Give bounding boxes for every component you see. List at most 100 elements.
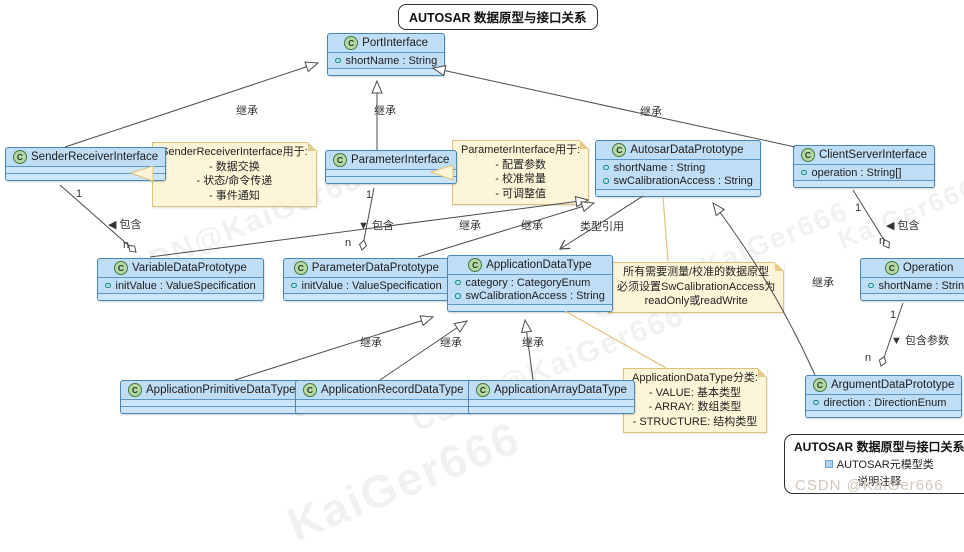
note-line: - STRUCTURE: 结构类型 [632,415,758,430]
method-compartment [794,180,934,187]
note-parameterinterface: ParameterInterface用于: - 配置参数 - 校准常量 - 可调… [452,140,589,205]
edge-label-inherit: 继承 [812,274,834,290]
attribute-compartment [6,166,165,173]
attribute-text: initValue : ValueSpecification [302,280,442,292]
watermark-corner: CSDN @KaiGer666 [795,477,944,494]
field-icon [801,170,807,176]
method-compartment [596,189,760,196]
method-compartment [469,406,634,413]
multiplicity: 1 [76,188,82,200]
class-color-swatch [825,460,833,468]
multiplicity: 1 [855,202,861,214]
attribute-text: shortName : String [614,162,706,174]
note-senderreceiver: SenderReceiverInterface用于: - 数据交换 - 状态/命… [152,142,317,207]
attribute-text: operation : String[] [812,167,902,179]
class-name: ArgumentDataPrototype [831,379,954,391]
method-compartment [806,410,961,417]
note-line: - VALUE: 基本类型 [632,386,758,401]
class-clientserverinterface: C ClientServerInterface operation : Stri… [793,145,935,188]
class-argumentdataprototype: C ArgumentDataPrototype direction : Dire… [805,375,962,418]
attribute-text: swCalibrationAccess : String [466,290,605,302]
note-applicationdatatype: ApplicationDataType分类: - VALUE: 基本类型 - A… [623,368,767,433]
field-icon [813,400,819,406]
method-compartment [121,406,303,413]
legend-title: AUTOSAR 数据原型与接口关系 [794,438,964,455]
class-autosardataprototype: C AutosarDataPrototype shortName : Strin… [595,140,761,197]
class-name: SenderReceiverInterface [31,151,158,163]
edge-label-inherit: 继承 [440,334,462,350]
method-compartment [448,304,612,311]
class-name: VariableDataPrototype [132,262,247,274]
edge-label-contain: ◀ 包含 [108,216,142,232]
class-attribute: operation : String[] [794,164,934,180]
class-icon: C [303,383,317,397]
edge-label-inherit: 继承 [236,102,258,118]
class-name: ApplicationArrayDataType [494,384,627,396]
note-line: ApplicationDataType分类: [632,371,758,386]
class-name: ClientServerInterface [819,149,927,161]
class-attribute: shortName : String [596,159,760,175]
class-icon: C [885,261,899,275]
field-icon [455,293,461,299]
class-variabledataprototype: C VariableDataPrototype initValue : Valu… [97,258,264,301]
diagram-title: AUTOSAR 数据原型与接口关系 [398,4,598,30]
edge-label-inherit: 继承 [360,334,382,350]
class-applicationrecorddatatype: C ApplicationRecordDataType [295,380,472,414]
field-icon [603,165,609,171]
note-swcalibration: 所有需要测量/校准的数据原型 必须设置SwCalibrationAccess为 … [608,262,784,313]
class-name: ParameterDataPrototype [312,262,439,274]
class-portinterface: C PortInterface shortName : String [327,33,445,76]
class-name: AutosarDataPrototype [630,144,743,156]
method-compartment [284,293,449,300]
class-title: C ApplicationRecordDataType [296,381,471,399]
field-icon [868,283,874,289]
class-name: PortInterface [362,37,428,49]
class-attribute: initValue : ValueSpecification [98,277,263,293]
attribute-text: swCalibrationAccess : String [614,175,753,187]
note-line: - 事件通知 [161,189,308,204]
edge-label-inherit: 继承 [640,103,662,119]
note-line: - ARRAY: 数组类型 [632,400,758,415]
method-compartment [6,173,165,180]
class-icon: C [468,258,482,272]
class-attribute: initValue : ValueSpecification [284,277,449,293]
attribute-text: shortName : String [879,280,964,292]
field-icon [603,178,609,184]
attribute-compartment [469,399,634,406]
class-name: Operation [903,262,954,274]
edge-label-contain: ▼ 包含 [358,217,394,233]
class-attribute: shortName : String [328,52,444,68]
edge-label-contain: ◀ 包含 [886,217,920,233]
edge-label-inherit: 继承 [521,217,543,233]
note-line: - 状态/命令传递 [161,174,308,189]
attribute-text: category : CategoryEnum [466,277,591,289]
method-compartment [326,176,456,183]
class-icon: C [294,261,308,275]
edge-label-type-ref: 类型引用 [580,218,624,234]
attribute-compartment [326,169,456,176]
class-title: C ApplicationPrimitiveDataType [121,381,303,399]
watermark-diagonal: KaiGer666 [280,410,528,552]
attribute-text: shortName : String [346,55,438,67]
class-icon: C [801,148,815,162]
class-icon: C [114,261,128,275]
note-line: ParameterInterface用于: [461,143,580,158]
field-icon [455,280,461,286]
class-icon: C [612,143,626,157]
multiplicity: n [879,235,885,247]
class-name: ParameterInterface [351,154,449,166]
class-parameterdataprototype: C ParameterDataPrototype initValue : Val… [283,258,450,301]
class-icon: C [476,383,490,397]
class-title: C ApplicationArrayDataType [469,381,634,399]
class-name: ApplicationDataType [486,259,591,271]
attribute-text: initValue : ValueSpecification [116,280,256,292]
note-line: 必须设置SwCalibrationAccess为 [617,280,775,295]
class-senderreceiverinterface: C SenderReceiverInterface [5,147,166,181]
class-title: C Operation [861,259,964,277]
multiplicity: n [865,352,871,364]
edge-label-inherit: 继承 [522,334,544,350]
class-attribute: direction : DirectionEnum [806,394,961,410]
class-title: C VariableDataPrototype [98,259,263,277]
uml-diagram-canvas: CSDN@KaiGer666 KaiGer666 CSDN@KaiGer666 … [0,0,964,500]
class-applicationarraydatatype: C ApplicationArrayDataType [468,380,635,414]
